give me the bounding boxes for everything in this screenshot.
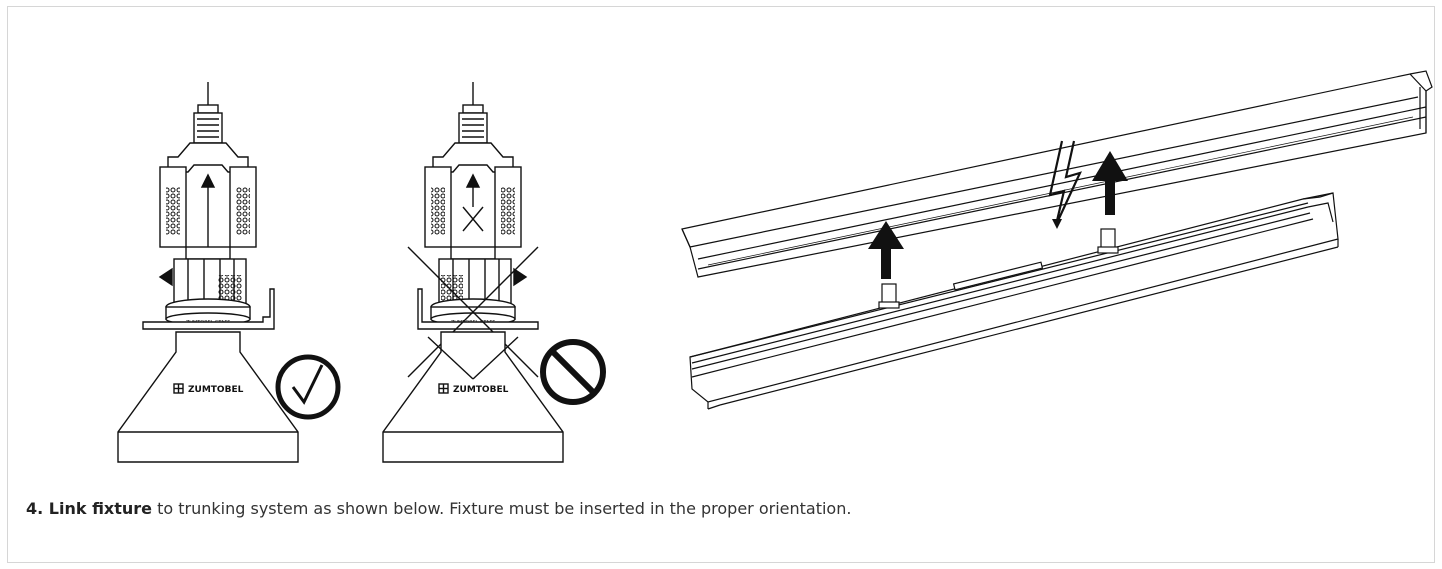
instruction-caption: 4. Link fixture to trunking system as sh… — [26, 499, 1406, 519]
instruction-panel: ZUMTOBEL STAFF ZUMTOBEL — [7, 6, 1435, 563]
correct-orientation-illustration: ZUMTOBEL STAFF ZUMTOBEL — [117, 82, 341, 463]
step-label: 4. Link fixture — [26, 499, 153, 518]
incorrect-orientation-illustration: ZUMTOBEL STAFF ZUMTOBEL — [382, 82, 606, 463]
fixture-brand-label: ZUMTOBEL — [188, 385, 244, 395]
installation-illustrations: ZUMTOBEL STAFF ZUMTOBEL — [117, 70, 1433, 463]
fixture-brand-label: ZUMTOBEL — [453, 385, 509, 395]
check-mark-icon — [291, 364, 324, 405]
instruction-text: to trunking system as shown below. Fixtu… — [152, 499, 852, 518]
trunking-assembly-illustration — [681, 70, 1433, 410]
prohibited-icon — [540, 339, 606, 405]
lift-arrow-icon — [868, 221, 904, 279]
lift-arrow-icon — [1092, 151, 1128, 215]
